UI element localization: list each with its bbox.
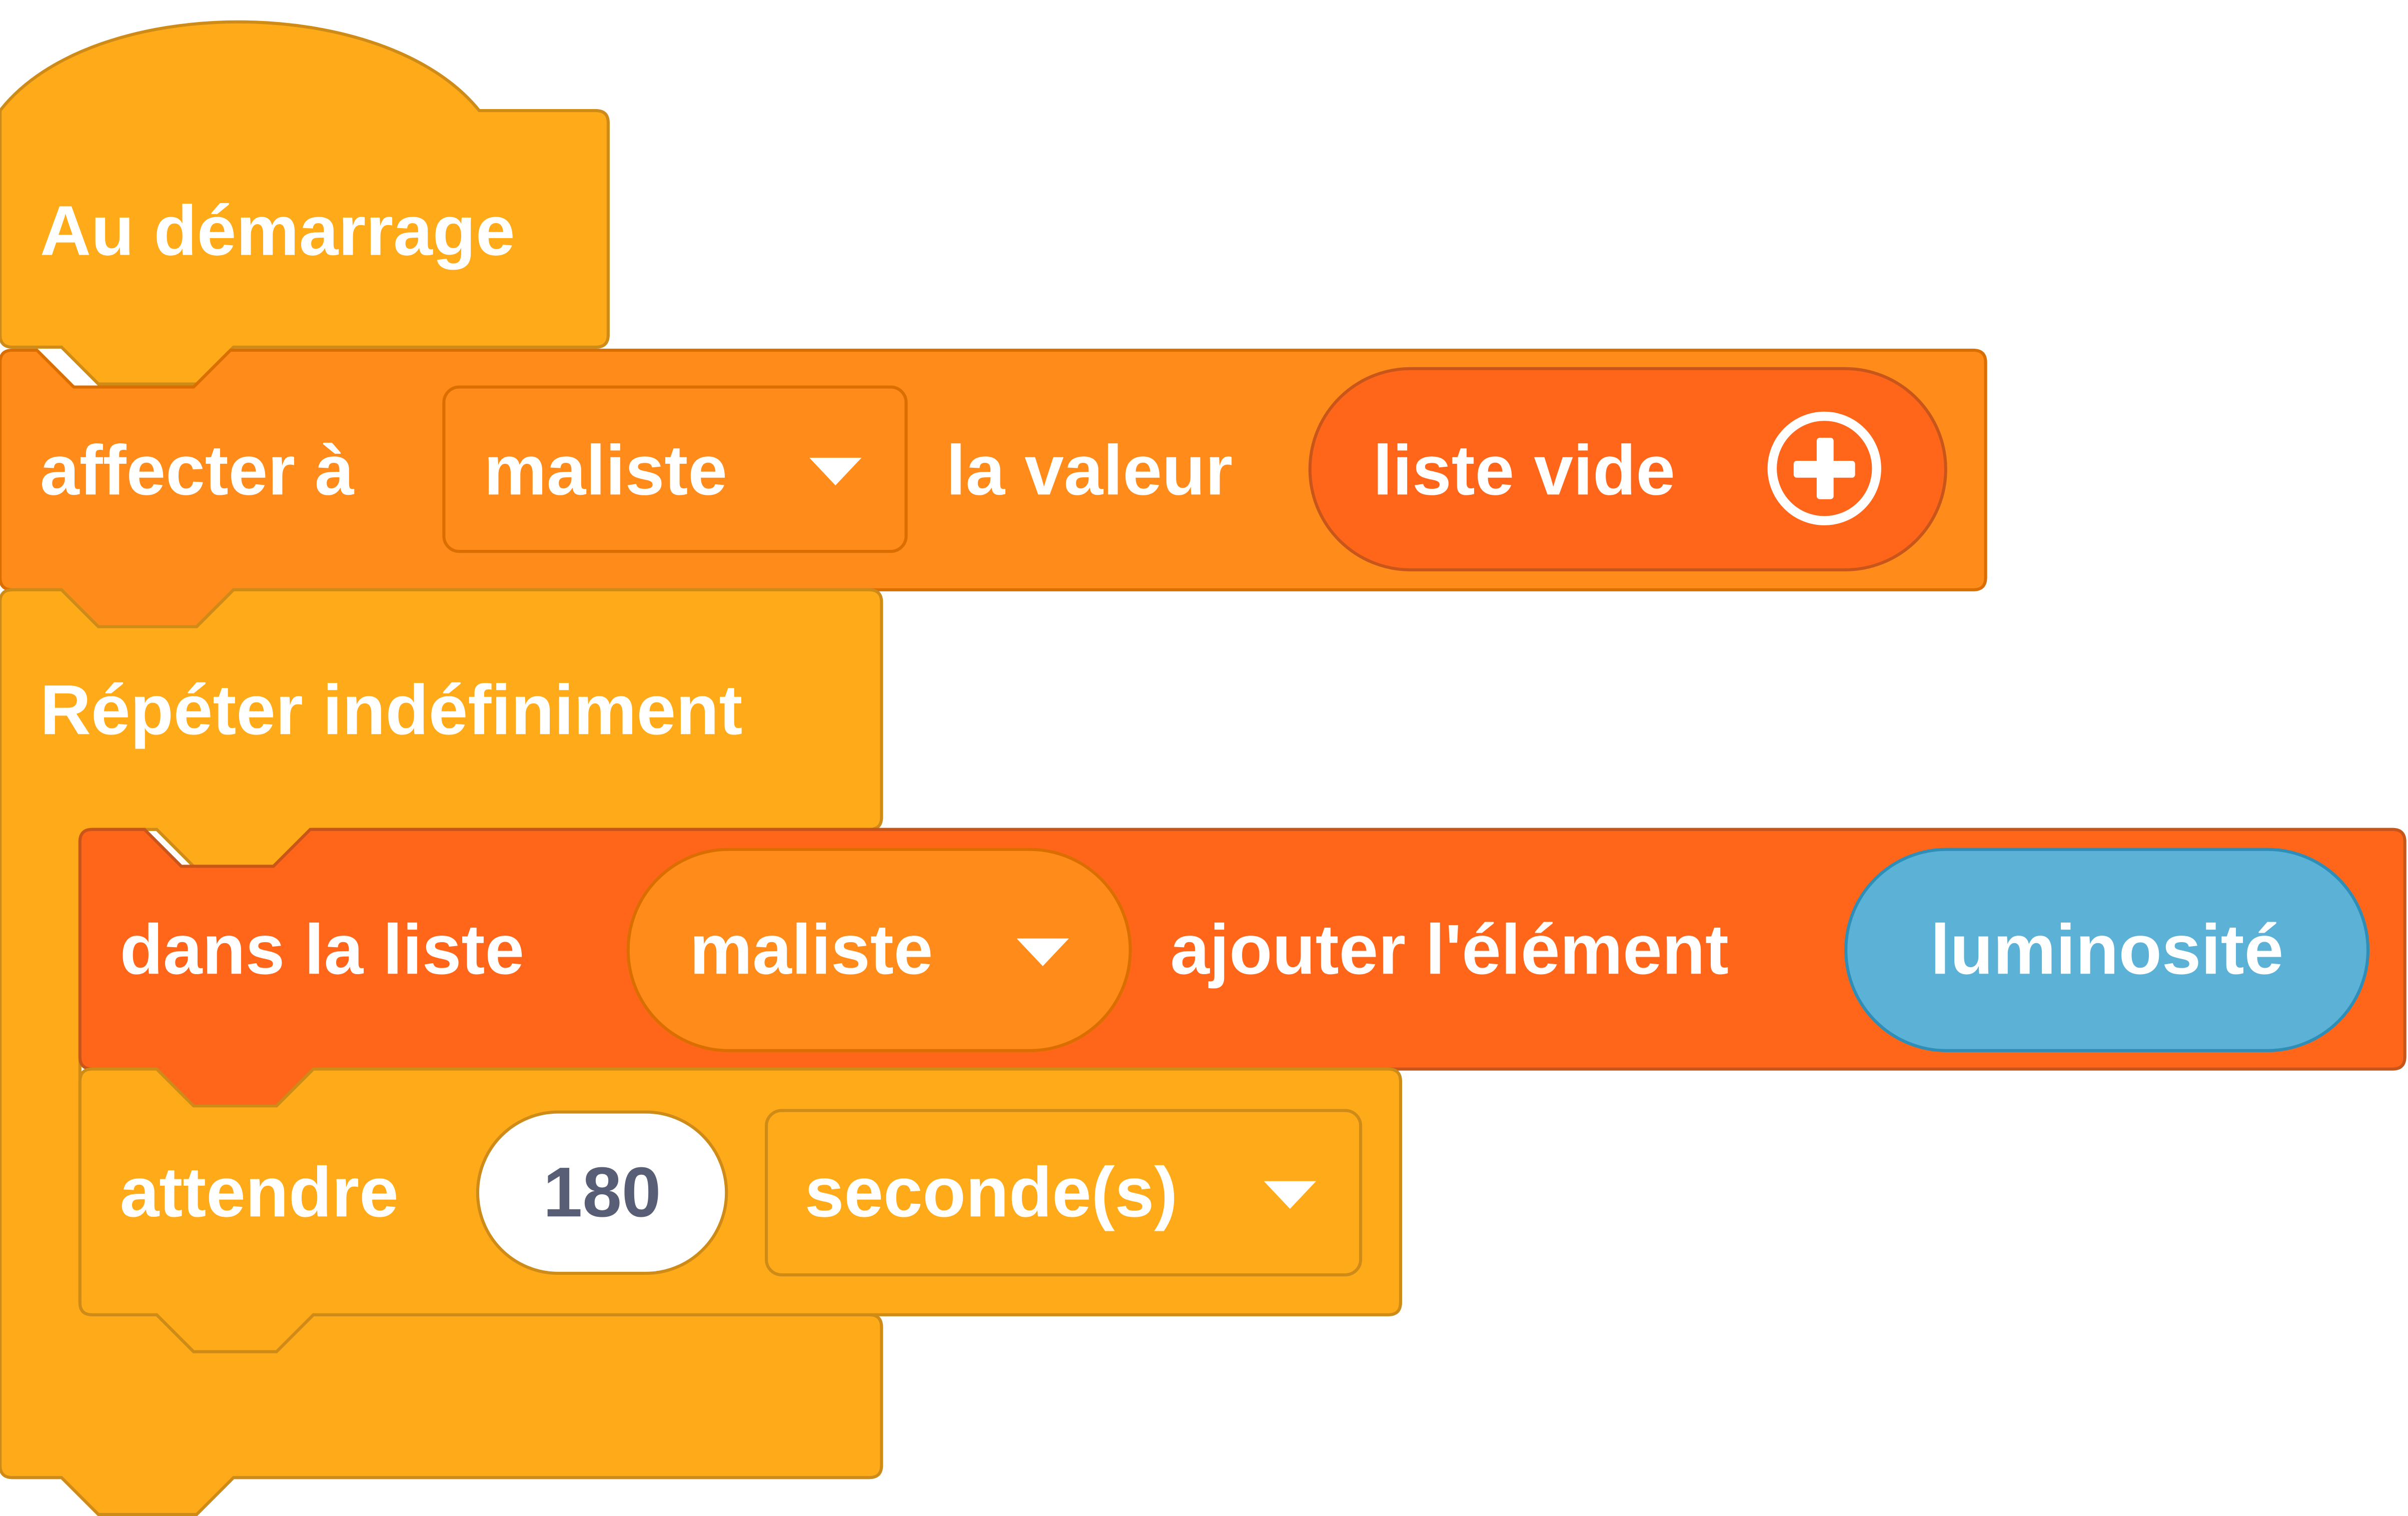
triangle-down-icon	[1264, 1181, 1317, 1209]
hat-block-shape[interactable]	[0, 20, 610, 386]
list-dropdown[interactable]: maliste	[626, 848, 1132, 1052]
duration-input-value: 180	[543, 1152, 661, 1231]
empty-list-reporter-shape[interactable]	[1308, 367, 1947, 572]
variable-dropdown-field[interactable]	[442, 385, 908, 553]
forever-block-label: Répéter indéfiniment	[40, 670, 742, 749]
time-unit-dropdown[interactable]: seconde(s)	[765, 1109, 1363, 1277]
duration-input-field[interactable]	[476, 1110, 728, 1275]
plus-circle-icon[interactable]	[1767, 411, 1881, 525]
add-to-list-block[interactable]: dans la liste maliste ajouter l'élément …	[78, 828, 2406, 1108]
triangle-down-icon	[809, 457, 862, 486]
time-unit-dropdown-value: seconde(s)	[805, 1152, 1177, 1231]
when-started-hat-block[interactable]: Au démarrage	[0, 20, 610, 386]
empty-list-reporter[interactable]: liste vide	[1308, 367, 1947, 572]
luminosity-reporter-shape[interactable]	[1844, 848, 2370, 1052]
wait-block[interactable]: attendre 180 seconde(s)	[78, 1067, 1403, 1353]
add-to-list-label: dans la liste	[120, 910, 524, 989]
triangle-down-icon	[1016, 938, 1069, 966]
set-variable-label: affecter à	[40, 430, 354, 509]
hat-block-label: Au démarrage	[40, 191, 515, 270]
luminosity-reporter-label: luminosité	[1930, 910, 2283, 989]
variable-dropdown-value: maliste	[484, 430, 727, 509]
list-dropdown-value: maliste	[690, 910, 933, 989]
add-to-list-item-label: ajouter l'élément	[1170, 910, 1728, 989]
time-unit-dropdown-field[interactable]	[765, 1109, 1363, 1277]
empty-list-reporter-label: liste vide	[1373, 430, 1675, 509]
duration-input[interactable]: 180	[476, 1110, 728, 1275]
wait-block-label: attendre	[120, 1152, 399, 1231]
luminosity-reporter[interactable]: luminosité	[1844, 848, 2370, 1052]
variable-dropdown[interactable]: maliste	[442, 385, 908, 553]
set-variable-value-label: la valeur	[946, 430, 1233, 509]
list-dropdown-field[interactable]	[626, 848, 1132, 1052]
set-variable-block[interactable]: affecter à maliste la valeur liste vide	[0, 348, 1987, 628]
